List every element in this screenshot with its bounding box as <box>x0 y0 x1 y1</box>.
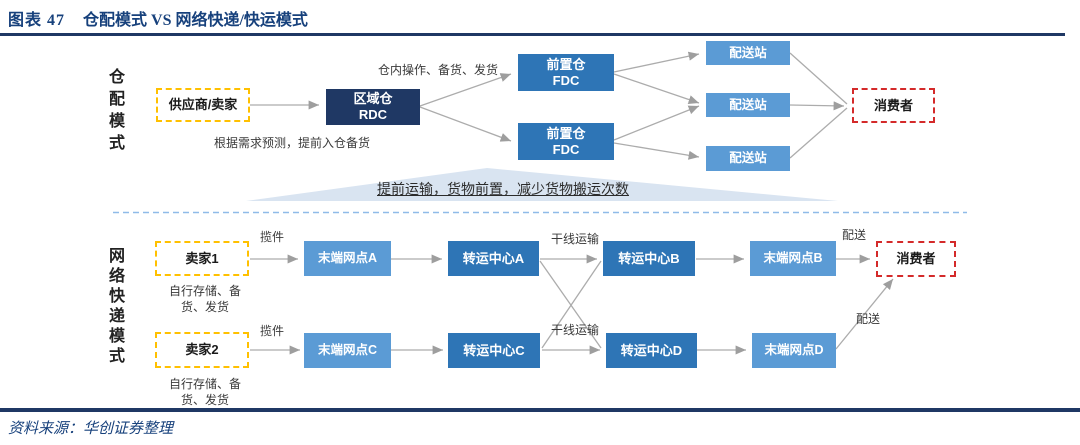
terminal-node-c-box: 末端网点C <box>304 333 391 368</box>
fdc-code: FDC <box>552 141 580 157</box>
figure-number: 图表 47 <box>8 12 66 29</box>
label-trunk-transport-2: 干线运输 <box>551 323 600 337</box>
label-delivery-2: 配送 <box>856 312 881 326</box>
label-pickup-2: 揽件 <box>260 324 285 338</box>
transfer-center-a-box: 转运中心A <box>448 241 539 276</box>
terminal-node-a-box: 末端网点A <box>304 241 391 276</box>
label-delivery-1: 配送 <box>842 228 867 242</box>
front-warehouse-fdc-box-2: 前置仓 FDC <box>518 123 614 160</box>
label-trunk-transport-1: 干线运输 <box>551 232 600 246</box>
title-underline <box>0 33 1065 36</box>
delivery-station-box-1: 配送站 <box>706 41 790 65</box>
note-self-storage-1: 自行存储、备货、发货 <box>168 284 241 315</box>
transfer-center-c-box: 转运中心C <box>448 333 540 368</box>
rdc-name: 区域仓 <box>353 91 393 107</box>
seller2-box: 卖家2 <box>155 332 249 368</box>
rdc-code: RDC <box>358 107 388 122</box>
fdc-name: 前置仓 <box>546 125 586 141</box>
note-demand-forecast: 根据需求预测，提前入仓备货 <box>214 136 371 150</box>
transfer-center-b-box: 转运中心B <box>603 241 695 276</box>
fdc-name: 前置仓 <box>546 56 586 72</box>
section-label-warehouse-mode: 仓配模式 <box>106 68 123 156</box>
transfer-center-d-box: 转运中心D <box>606 333 697 368</box>
section-label-express-mode: 网络快递模式 <box>106 247 123 367</box>
footer-rule <box>0 408 1080 412</box>
regional-warehouse-rdc-box: 区域仓 RDC <box>326 89 420 125</box>
supplier-seller-box: 供应商/卖家 <box>156 88 250 122</box>
seller1-box: 卖家1 <box>155 241 249 276</box>
terminal-node-b-box: 末端网点B <box>750 241 836 276</box>
delivery-station-box-2: 配送站 <box>706 93 790 117</box>
delivery-station-box-3: 配送站 <box>706 146 790 171</box>
fdc-code: FDC <box>552 72 580 88</box>
note-in-warehouse-ops: 仓内操作、备货、发货 <box>378 63 499 77</box>
consumer-box-top: 消费者 <box>852 88 935 123</box>
figure-title-text: 仓配模式 VS 网络快递/快运模式 <box>83 12 308 29</box>
note-self-storage-2: 自行存储、备货、发货 <box>168 377 241 408</box>
terminal-node-d-box: 末端网点D <box>752 333 836 368</box>
front-warehouse-fdc-box-1: 前置仓 FDC <box>518 54 614 91</box>
label-pickup-1: 揽件 <box>260 230 285 244</box>
banner-advance-transport: 提前运输，货物前置，减少货物搬运次数 <box>377 181 629 197</box>
consumer-box-bottom: 消费者 <box>876 241 956 277</box>
source-note: 资料来源：华创证券整理 <box>8 421 174 437</box>
figure-title: 图表 47 仓配模式 VS 网络快递/快运模式 <box>8 6 308 30</box>
